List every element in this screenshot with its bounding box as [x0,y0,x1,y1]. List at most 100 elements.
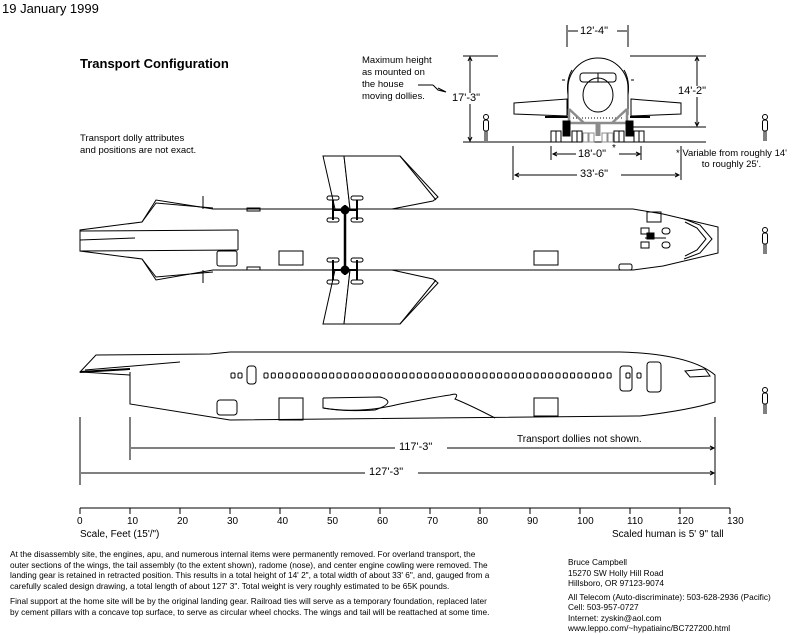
dolly-wheels-outer [550,130,645,143]
side-door [246,365,257,385]
fuselage [567,57,629,115]
radome-opening [582,77,614,113]
page-title: Transport Configuration [80,56,229,71]
footnote-line: to roughly 25'. [701,159,762,170]
cabin-window [460,372,466,379]
dolly-note-line: Transport dolly attributes [80,133,185,144]
cabin-window [497,372,503,379]
side-hatch [278,397,304,421]
fuselage-side [78,351,716,421]
tail-detail [79,229,239,232]
cabin-window [292,372,298,379]
nose-hatch [646,211,662,223]
note-arrow [432,84,447,93]
dim-fuselage-width: 12'-4" [578,25,611,37]
main-gear-struts [332,200,358,280]
flap-line [399,279,437,325]
cabin-window [504,372,510,379]
date-label: 19 January 1999 [2,1,99,16]
nose-gear-wheel [640,241,650,249]
stabilizer-stub [141,258,214,278]
arrow-head [467,136,473,143]
side-door [646,361,662,393]
left-wing [343,155,439,210]
cabin-window [424,372,430,379]
fuselage-hatch [216,250,238,267]
side-detail [567,69,573,96]
cabin-window [453,372,459,379]
contact-name: Bruce Campbell [568,557,628,567]
cabin-window [475,372,481,379]
scale-tick-label: 30 [227,516,239,527]
arrow-head [551,151,558,157]
cabin-window [307,372,313,379]
nose-hatch [618,263,633,271]
cabin-window [409,372,415,379]
cabin-window [373,372,378,379]
cockpit-window [684,368,711,378]
cabin-window [577,372,583,379]
cabin-window [555,372,561,379]
dolly-wheels-center [582,132,614,143]
cabin-window [321,372,327,379]
dolly-frame [567,108,629,136]
right-wing [343,269,439,325]
left-dolly-block [562,120,571,137]
cabin-window [343,372,349,379]
cabin-window [351,372,357,379]
description-paragraph-1: At the disassembly site, the engines, ap… [10,549,489,591]
cabin-window [548,372,554,379]
scale-tick-label: 80 [477,516,489,527]
cabin-window [533,372,539,379]
dim-total-length: 127'-3" [367,466,406,478]
scale-tick-label: 10 [127,516,139,527]
cabin-window [540,372,546,379]
cabin-window [416,372,422,379]
cabin-window [446,372,451,379]
dim-asterisk: * [612,143,616,154]
side-door [619,365,633,392]
paragraph-line: by cement pillars with a concave top sur… [10,606,490,617]
cabin-window [270,372,276,379]
scaled-human-label: Scaled human is 5' 9" tall [612,529,724,540]
scale-tick-label: 90 [527,516,539,527]
tail-section-top [79,199,214,281]
front-view [418,25,706,180]
contact-email[interactable]: Internet: zyskin@aol.com [568,612,662,623]
description-paragraph-2: Final support at the home site will be b… [10,596,489,617]
side-view [78,351,716,485]
arrow-head [513,172,520,178]
arrow-head [467,55,473,62]
wing-fairing [322,393,496,419]
cabin-window [300,372,305,379]
dolly-note-line: and positions are not exact. [80,145,197,156]
tail-detail [79,237,136,241]
note-line: the house [362,79,404,90]
human-figure [483,114,489,141]
cabin-window [380,372,386,379]
cabin-window [314,372,320,379]
note-line: moving dollies. [362,91,425,102]
paragraph-line: carefully scaled design drawing, a total… [10,580,450,591]
dim-total-width: 33'-6" [578,168,611,180]
cabin-windows [230,372,642,379]
dim-fuselage-length: 117'-3" [397,441,435,453]
scale-bar [79,507,731,514]
dollies-not-shown-note: Transport dollies not shown. [517,434,642,445]
right-wing [630,98,682,117]
note-line: Maximum height [362,55,432,66]
cabin-window [584,372,590,379]
paragraph-line: outer sections of the wings, the tail as… [10,559,488,570]
cabin-window [285,372,291,379]
top-view [79,155,719,325]
cabin-window [329,372,335,379]
cockpit-frame [683,218,713,260]
scale-tick-label: 0 [77,516,83,527]
cabin-window [230,372,236,379]
left-wing [513,98,568,117]
contact-url[interactable]: www.leppo.com/~hypatiainc/BC727200.html [568,623,731,633]
cabin-window [358,372,364,379]
cockpit-frame [684,221,707,257]
cabin-window [599,372,605,379]
main-gear-wheels [326,195,364,285]
